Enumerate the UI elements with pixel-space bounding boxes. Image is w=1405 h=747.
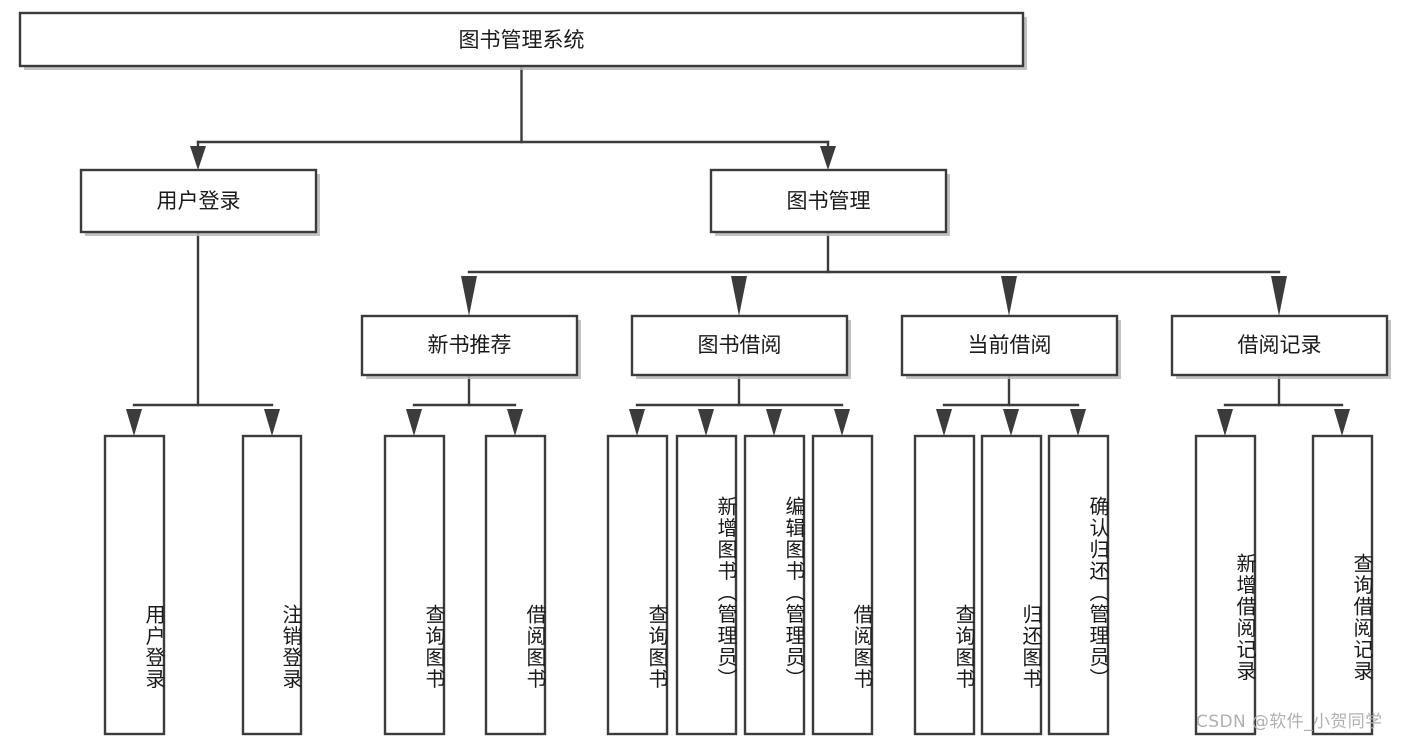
- arrowhead-borrow-record: [1271, 276, 1287, 316]
- leaf-box-logout[interactable]: [241, 434, 303, 736]
- arrowhead-leaf-query-book-2: [629, 409, 645, 436]
- arrowhead-leaf-user-login: [126, 409, 142, 436]
- node-borrow-record-label: 借阅记录: [1238, 333, 1322, 357]
- arrowhead-leaf-edit-book: [766, 409, 782, 436]
- leaf-box-edit-book[interactable]: [743, 434, 806, 736]
- node-book-manage-label: 图书管理: [787, 189, 871, 213]
- node-current-borrow-label: 当前借阅: [968, 333, 1052, 357]
- arrowhead-leaf-confirm-return: [1070, 409, 1086, 436]
- arrowhead-current-borrow: [1001, 276, 1017, 316]
- leaf-box-user-login[interactable]: [103, 434, 166, 736]
- leaf-box-query-book-2[interactable]: [606, 434, 669, 736]
- arrowhead-leaf-add-book: [698, 409, 714, 436]
- arrowhead-leaf-logout: [264, 409, 280, 436]
- node-user-login-label: 用户登录: [157, 189, 241, 213]
- arrowhead-leaf-query-book-3: [936, 409, 952, 436]
- node-root-label: 图书管理系统: [459, 28, 585, 52]
- arrowhead-leaf-add-record: [1217, 409, 1233, 436]
- node-borrow-record[interactable]: 借阅记录: [1170, 314, 1391, 379]
- arrowhead-book-borrow: [731, 276, 747, 316]
- arrowhead-leaf-query-record: [1334, 409, 1350, 436]
- node-user-login[interactable]: 用户登录: [79, 168, 320, 236]
- node-layer: 图书管理系统 用户登录 图书管理 新书推荐: [18, 11, 1391, 736]
- node-book-borrow-label: 图书借阅: [698, 333, 782, 357]
- arrowhead-leaf-borrow-book-2: [834, 409, 850, 436]
- node-current-borrow[interactable]: 当前借阅: [900, 314, 1121, 379]
- node-book-borrow[interactable]: 图书借阅: [630, 314, 851, 379]
- leaf-box-query-book-3[interactable]: [913, 434, 976, 736]
- leaf-box-query-book-1[interactable]: [383, 434, 446, 736]
- node-new-book-recommend-label: 新书推荐: [428, 333, 512, 357]
- leaf-box-return-book[interactable]: [980, 434, 1043, 736]
- node-new-book-recommend[interactable]: 新书推荐: [360, 314, 581, 379]
- arrowhead-user-login: [190, 146, 206, 170]
- leaf-box-borrow-book-1[interactable]: [484, 434, 547, 736]
- connector-layer: [126, 64, 1350, 436]
- arrowhead-leaf-query-book-1: [406, 409, 422, 436]
- leaf-box-query-record[interactable]: [1311, 434, 1374, 736]
- node-root[interactable]: 图书管理系统: [18, 11, 1027, 70]
- node-book-manage[interactable]: 图书管理: [709, 168, 950, 236]
- csdn-watermark: CSDN @软件_小贺同学: [1196, 712, 1383, 732]
- leaf-box-layer: [103, 434, 1374, 736]
- leaf-box-add-record[interactable]: [1194, 434, 1257, 736]
- leaf-box-borrow-book-2[interactable]: [811, 434, 874, 736]
- leaf-box-add-book[interactable]: [675, 434, 738, 736]
- leaf-box-confirm-return[interactable]: [1047, 434, 1110, 736]
- arrowhead-new-book-recommend: [461, 276, 477, 316]
- arrowhead-book-manage: [820, 146, 836, 170]
- arrowhead-leaf-return-book: [1003, 409, 1019, 436]
- arrowhead-leaf-borrow-book-1: [507, 409, 523, 436]
